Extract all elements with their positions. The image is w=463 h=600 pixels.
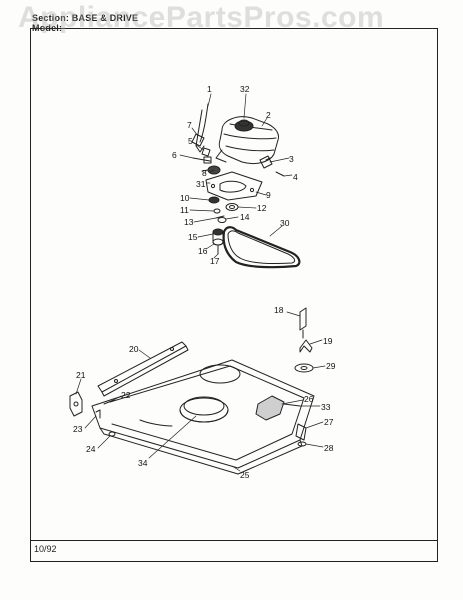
callout-6: 6: [172, 150, 177, 160]
callout-20: 20: [129, 344, 139, 354]
footer-date: 10/92: [34, 544, 57, 554]
callout-11: 11: [180, 205, 189, 215]
callout-26: 26: [304, 394, 314, 404]
callout-3: 3: [289, 154, 294, 164]
callout-18: 18: [274, 305, 284, 315]
callout-24: 24: [86, 444, 96, 454]
callout-10: 10: [180, 193, 190, 203]
callout-7: 7: [187, 120, 192, 130]
callout-21: 21: [76, 370, 86, 380]
callout-4: 4: [293, 172, 298, 182]
callout-25: 25: [240, 470, 250, 480]
callout-19: 19: [323, 336, 333, 346]
callout-13: 13: [184, 217, 194, 227]
callout-23: 23: [73, 424, 83, 434]
callout-12: 12: [257, 203, 267, 213]
callout-16: 16: [198, 246, 208, 256]
watermark-logo: AppliancePartsPros.com: [18, 1, 385, 34]
model-label: Model:: [32, 23, 63, 33]
side-rail: [97, 341, 189, 397]
callout-30: 30: [280, 218, 290, 228]
section-title: Section: BASE & DRIVE: [32, 13, 139, 23]
callout-2: 2: [266, 110, 271, 120]
callout-17: 17: [210, 256, 220, 266]
callout-8: 8: [202, 168, 207, 178]
callout-15: 15: [188, 232, 198, 242]
callout-33: 33: [321, 402, 331, 412]
callout-28: 28: [324, 443, 334, 453]
wire-part: [199, 103, 209, 143]
callout-27: 27: [324, 417, 334, 427]
motor-part: [215, 116, 279, 165]
base-plate: [91, 359, 315, 475]
callout-1: 1: [207, 84, 212, 94]
footer-divider: [30, 540, 438, 541]
callout-29: 29: [326, 361, 336, 371]
callout-5: 5: [188, 136, 193, 146]
callout-34: 34: [138, 458, 148, 468]
callout-9: 9: [266, 190, 271, 200]
callout-32: 32: [240, 84, 250, 94]
callout-31: 31: [196, 179, 206, 189]
callout-22: 22: [121, 390, 131, 400]
motor-mount-plate: [205, 171, 263, 201]
callout-14: 14: [240, 212, 250, 222]
diagram-frame: [30, 28, 438, 562]
drive-belt: [222, 226, 301, 269]
